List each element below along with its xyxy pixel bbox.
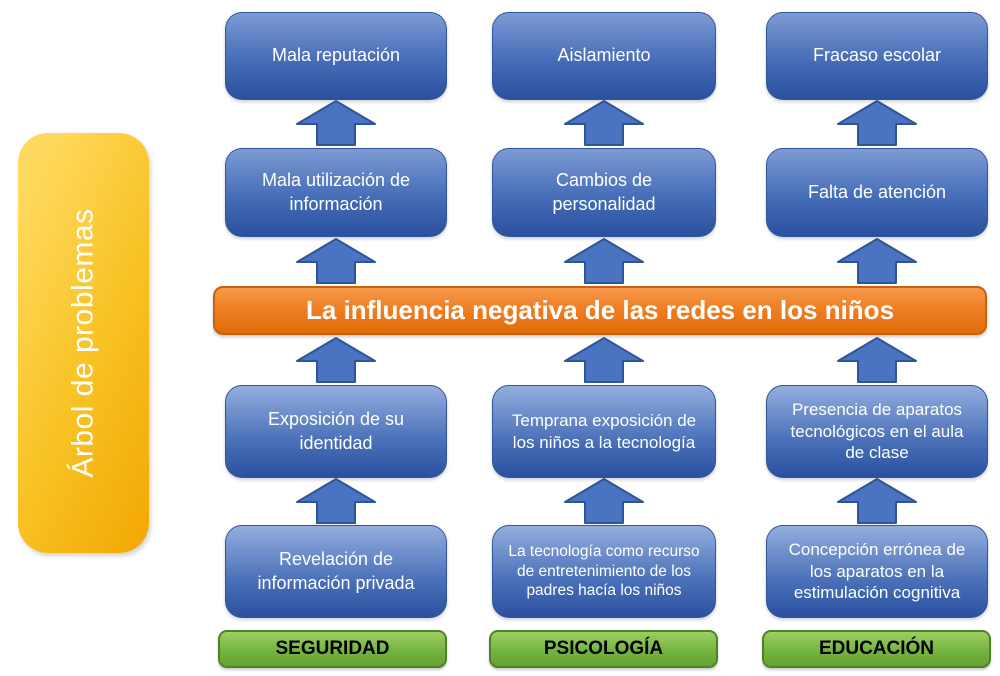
effect-box-top-seguridad: Mala reputación	[225, 12, 447, 100]
cause-box-psicologia: Temprana exposición de los niños a la te…	[492, 385, 716, 478]
up-arrow-icon	[837, 478, 917, 524]
effect-box-educacion: Falta de atención	[766, 148, 988, 237]
up-arrow-icon	[296, 238, 376, 284]
cause-box-educacion: Presencia de aparatos tecnológicos en el…	[766, 385, 988, 478]
root-cause-box-educacion: Concepción errónea de los aparatos en la…	[766, 525, 988, 618]
side-panel: Árbol de problemas	[18, 133, 149, 553]
root-cause-box-seguridad: Revelación de información privada	[225, 525, 447, 618]
up-arrow-icon	[296, 337, 376, 383]
up-arrow-icon	[564, 478, 644, 524]
up-arrow-icon	[296, 100, 376, 146]
diagram-title: Árbol de problemas	[66, 208, 100, 478]
root-cause-box-psicologia: La tecnología como recurso de entretenim…	[492, 525, 716, 618]
effect-box-top-psicologia: Aislamiento	[492, 12, 716, 100]
category-badge-psicologia: PSICOLOGÍA	[489, 630, 718, 668]
up-arrow-icon	[837, 337, 917, 383]
up-arrow-icon	[296, 478, 376, 524]
up-arrow-icon	[564, 100, 644, 146]
up-arrow-icon	[564, 337, 644, 383]
effect-box-top-educacion: Fracaso escolar	[766, 12, 988, 100]
up-arrow-icon	[837, 238, 917, 284]
effect-box-psicologia: Cambios de personalidad	[492, 148, 716, 237]
effect-box-seguridad: Mala utilización de información	[225, 148, 447, 237]
category-badge-seguridad: SEGURIDAD	[218, 630, 447, 668]
cause-box-seguridad: Exposición de su identidad	[225, 385, 447, 478]
up-arrow-icon	[564, 238, 644, 284]
up-arrow-icon	[837, 100, 917, 146]
central-problem-banner: La influencia negativa de las redes en l…	[213, 286, 987, 335]
category-badge-educacion: EDUCACIÓN	[762, 630, 991, 668]
